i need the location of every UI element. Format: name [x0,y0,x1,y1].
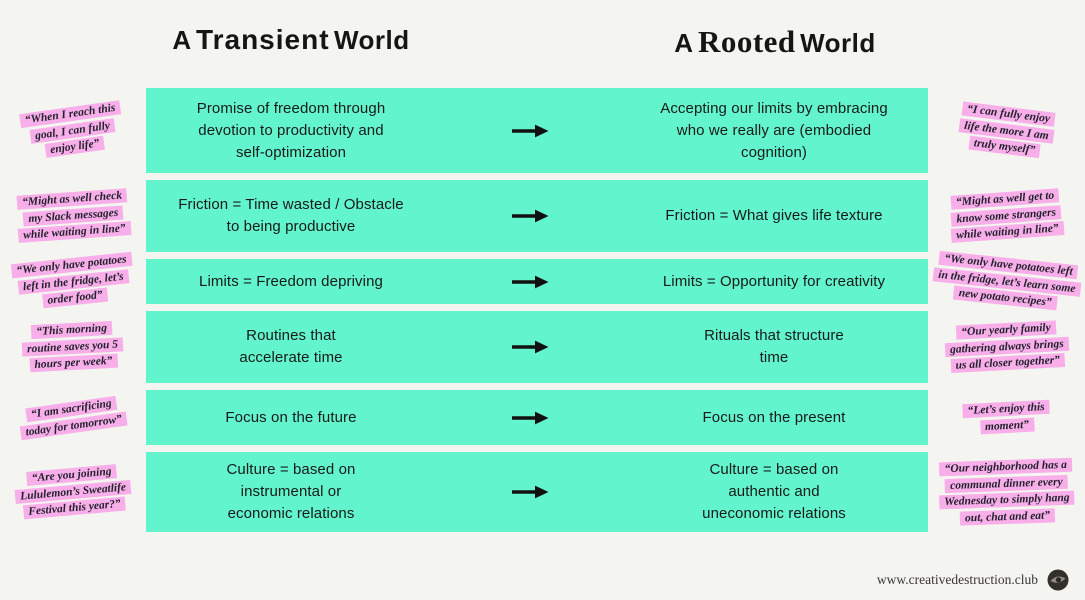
left-quote-col-2: “Might as well check my Slack messages w… [0,180,146,252]
row-6-rooted-cell: Culture = based on authentic and unecono… [702,461,846,522]
right-quote-col-2: “Might as well get to know some stranger… [928,180,1085,252]
quote-transient-4: “This morning routine saves you 5 hours … [21,320,124,375]
left-quote-col-6: “Are you joining Lululemon’s Sweatlife F… [0,452,146,532]
quote-rooted-2: “Might as well get to know some stranger… [949,187,1065,244]
title-right-word: Rooted [697,24,796,59]
quote-transient-5: “I am sacrificing today for tomorrow” [18,394,129,442]
row-4-rooted-cell: Rituals that structure time [704,327,844,366]
comparison-row-6: “Are you joining Lululemon’s Sweatlife F… [0,452,1085,532]
row-4-transient-cell: Routines that accelerate time [239,327,343,366]
title-left-prefix: A [172,25,192,55]
right-arrow-icon [512,411,549,424]
quote-rooted-1: “I can fully enjoy life the more I am tr… [956,100,1056,161]
comparison-row-4: “This morning routine saves you 5 hours … [0,311,1085,383]
right-quote-col-1: “I can fully enjoy life the more I am tr… [928,88,1085,173]
row-band-1: Promise of freedom through devotion to p… [146,88,928,173]
quote-transient-2: “Might as well check my Slack messages w… [15,187,131,244]
quote-transient-6: “Are you joining Lululemon’s Sweatlife F… [13,462,133,521]
quote-transient-3: “We only have potatoes left in the fridg… [10,251,135,313]
row-5-transient-cell: Focus on the future [225,408,357,426]
row-2-transient-cell: Friction = Time wasted / Obstacle to bei… [178,196,404,235]
left-quote-col-1: “When I reach this goal, I can fully enj… [0,88,146,173]
quote-rooted-5: “Let’s enjoy this moment” [962,399,1051,437]
row-band-4: Routines that accelerate time Rituals th… [146,311,928,383]
right-arrow-icon [512,340,549,354]
footer-url-link[interactable]: www.creativedestruction.club [876,572,1038,587]
row-band-5: Focus on the future Focus on the present [146,390,928,445]
header: A Transient World A Rooted World [0,0,1085,88]
title-left-suffix: World [333,25,410,55]
comparison-row-1: “When I reach this goal, I can fully enj… [0,88,1085,173]
right-quote-col-3: “We only have potatoes left in the fridg… [928,250,1085,311]
title-transient-world: A Transient World [106,24,476,56]
left-quote-col-5: “I am sacrificing today for tomorrow” [0,390,146,445]
comparison-row-2: “Might as well check my Slack messages w… [0,180,1085,252]
row-1-rooted-cell: Accepting our limits by embracing who we… [660,99,888,161]
creative-destruction-logo-icon [1047,569,1069,591]
right-arrow-icon [512,485,549,499]
quote-transient-1: “When I reach this goal, I can fully enj… [19,99,127,162]
quote-rooted-4: “Our yearly family gathering always brin… [943,319,1069,375]
footer: www.creativedestruction.club [877,569,1069,591]
title-left-word: Transient [196,24,330,55]
row-2-rooted-cell: Friction = What gives life texture [665,207,883,224]
title-right-prefix: A [674,28,694,58]
right-quote-col-6: “Our neighborhood has a communal dinner … [928,452,1085,532]
right-arrow-icon [512,124,549,137]
row-3-transient-cell: Limits = Freedom depriving [199,272,383,290]
right-quote-col-4: “Our yearly family gathering always brin… [928,311,1085,383]
row-6-transient-cell: Culture = based on instrumental or econo… [226,461,356,522]
row-band-3: Limits = Freedom depriving Limits = Oppo… [146,259,928,304]
row-5-rooted-cell: Focus on the present [702,408,846,426]
title-rooted-world: A Rooted World [590,24,960,60]
row-band-6: Culture = based on instrumental or econo… [146,452,928,532]
right-arrow-icon [512,209,549,223]
quote-rooted-3: “We only have potatoes left in the fridg… [930,249,1082,314]
comparison-row-5: “I am sacrificing today for tomorrow” Fo… [0,390,1085,445]
row-1-transient-cell: Promise of freedom through devotion to p… [196,99,386,161]
left-quote-col-3: “We only have potatoes left in the fridg… [0,251,146,309]
left-quote-col-4: “This morning routine saves you 5 hours … [0,311,146,383]
right-arrow-icon [512,275,549,288]
row-band-2: Friction = Time wasted / Obstacle to bei… [146,180,928,252]
right-quote-col-5: “Let’s enjoy this moment” [928,390,1085,445]
title-right-suffix: World [800,28,876,58]
comparison-row-3: “We only have potatoes left in the fridg… [0,250,1085,311]
quote-rooted-6: “Our neighborhood has a communal dinner … [938,457,1076,528]
row-3-rooted-cell: Limits = Opportunity for creativity [662,272,886,290]
